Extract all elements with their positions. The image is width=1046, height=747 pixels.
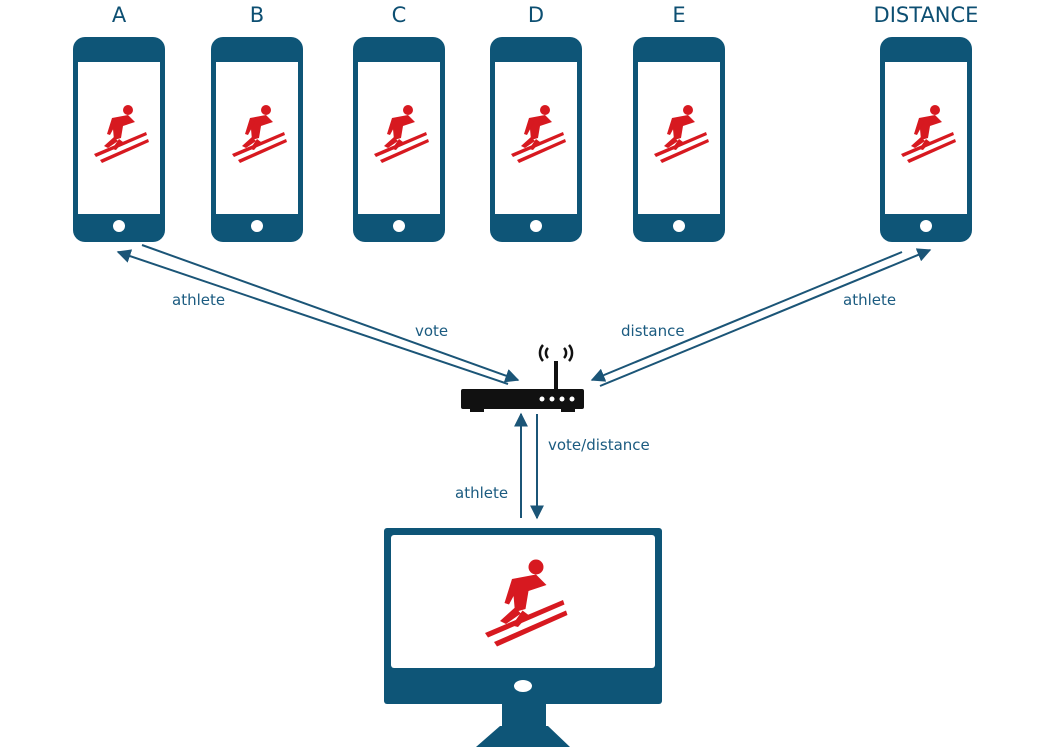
phone-label: C [392, 3, 407, 27]
phone-label: E [672, 3, 685, 27]
home-button [393, 220, 405, 232]
phone-a: A [73, 3, 165, 242]
phone-e: E [633, 3, 725, 242]
phone-label: DISTANCE [874, 3, 979, 27]
edge-label-vote: vote [415, 322, 448, 340]
phone-label: B [250, 3, 264, 27]
phone-c: C [353, 3, 445, 242]
phone-b: B [211, 3, 303, 242]
phone-label: D [528, 3, 544, 27]
home-button [673, 220, 685, 232]
monitor [384, 528, 662, 747]
home-button [920, 220, 932, 232]
home-button [251, 220, 263, 232]
arrow-distance-to-router [590, 251, 903, 382]
edge-label-vote-distance: vote/distance [548, 436, 650, 454]
arrow-athlete-to-distance-phone [599, 248, 932, 387]
phone-d: D [490, 3, 582, 242]
home-button [530, 220, 542, 232]
edge-label-athlete-center: athlete [455, 484, 508, 502]
arrows [116, 244, 932, 520]
phone-label: A [112, 3, 127, 27]
edge-label-athlete-left: athlete [172, 291, 225, 309]
arrow-athlete-to-phone-a [116, 249, 509, 385]
home-button [113, 220, 125, 232]
phone-distance: DISTANCE [874, 3, 979, 242]
arrow-vote-to-router [141, 244, 520, 383]
edge-label-athlete-right: athlete [843, 291, 896, 309]
edge-label-distance: distance [621, 322, 685, 340]
wifi-router-icon [461, 344, 584, 412]
